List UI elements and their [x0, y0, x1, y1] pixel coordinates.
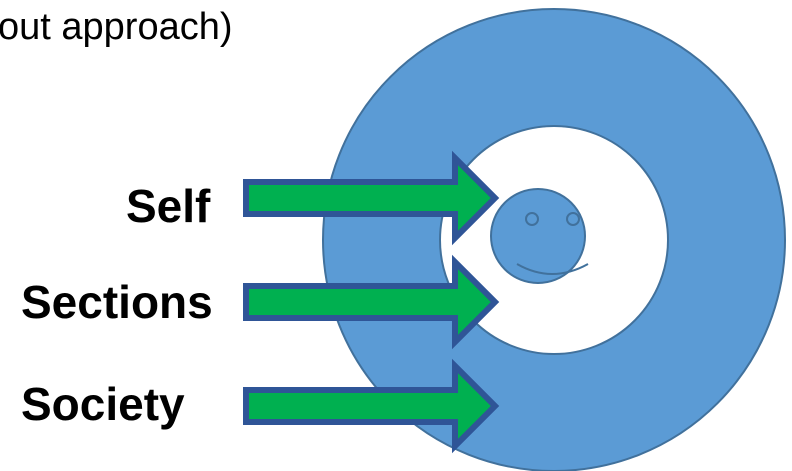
outer-ring: [321, 8, 787, 471]
smile: [516, 263, 589, 275]
arrow-society: [243, 358, 500, 454]
right-eye: [566, 212, 580, 226]
label-sections: Sections: [21, 276, 213, 328]
arrow-sections: [243, 254, 500, 350]
smiley-face-icon: [490, 188, 589, 284]
left-eye: [525, 212, 539, 226]
arrow-self: [243, 150, 500, 246]
label-self: Self: [126, 180, 211, 232]
face-circle: [490, 188, 586, 284]
label-society: Society: [21, 378, 185, 430]
heading-text: out approach): [0, 6, 233, 48]
